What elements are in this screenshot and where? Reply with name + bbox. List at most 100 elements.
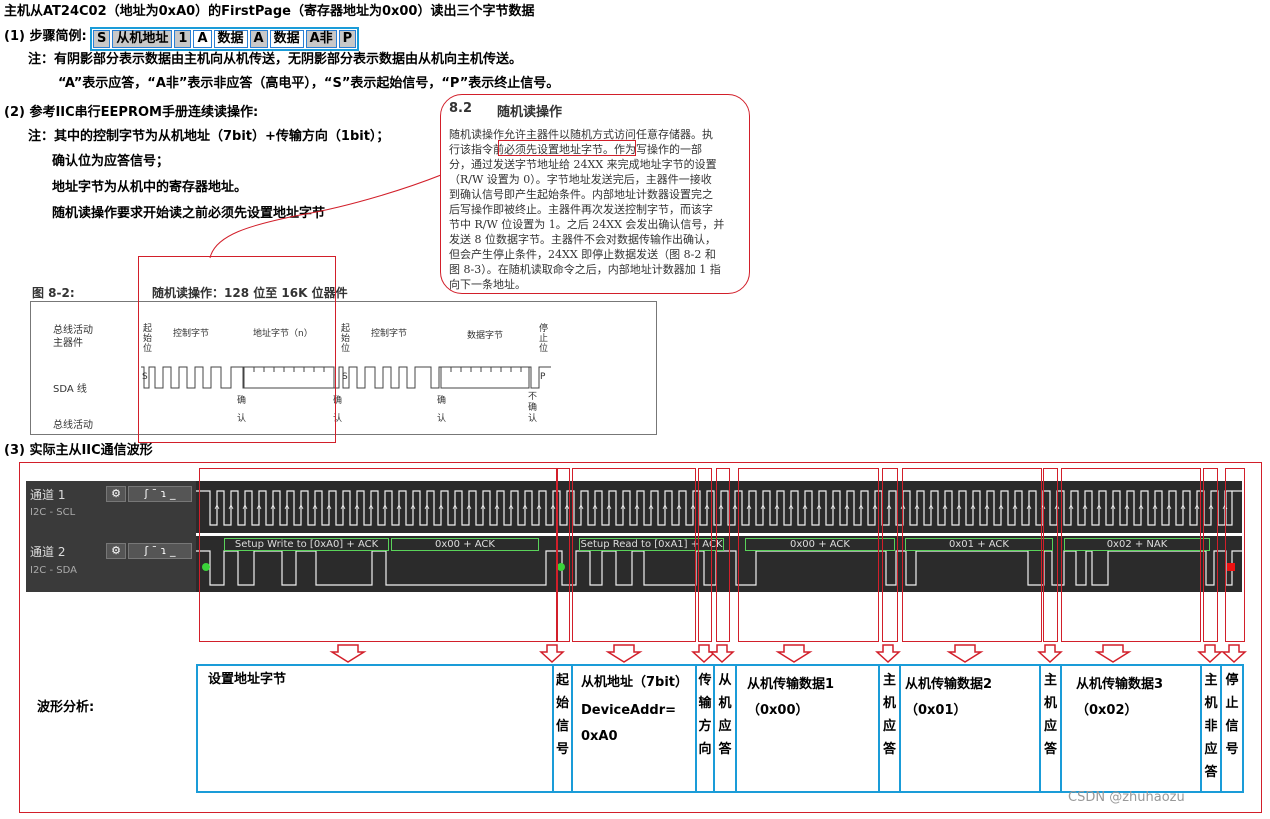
vchar: 号 [555, 742, 569, 757]
wave-box-set-addr [199, 468, 557, 642]
step-rw: 1 [174, 30, 192, 48]
vchar: 答 [718, 742, 732, 757]
vchar: 号 [1225, 742, 1239, 757]
vchar: 应 [718, 719, 732, 734]
wave-box-data2 [902, 468, 1042, 642]
fig-start2: 起始位 [341, 324, 350, 354]
fig-row-sda: SDA 线 [53, 384, 87, 395]
fig-char: 起 [341, 324, 351, 334]
fig-row-bus: 总线活动 [53, 420, 93, 431]
section2-note1: 注：其中的控制字节为从机地址（7bit）+传输方向（1bit）； [28, 129, 390, 144]
step-slave-addr: 从机地址 [112, 30, 173, 48]
step-nack: A非 [305, 30, 337, 48]
analysis-slave-addr: 从机地址（7bit） DeviceAddr= 0xA0 [571, 664, 697, 793]
wave-box-sack [716, 468, 730, 642]
ch2-sub: I2C - SDA [30, 565, 77, 576]
wave-box-mnack [1203, 468, 1218, 642]
ch2-name: 通道 2 [30, 545, 66, 559]
fig-char: 位 [341, 344, 351, 354]
fig-char: 始 [143, 334, 153, 344]
analysis-data3-val: （0x02） [1076, 703, 1138, 718]
decode-label: 0x01 + ACK [905, 538, 1053, 551]
wave-box-dir [698, 468, 712, 642]
analysis-sack-text: 从机应答 [715, 669, 735, 761]
fig-char: 认 [333, 414, 343, 424]
vchar: 应 [1204, 742, 1218, 757]
datasheet-line: 向下一条地址。 [449, 278, 526, 291]
analysis-dir-text: 传输方向 [697, 669, 713, 761]
fig-noack: 不确认 [528, 392, 537, 425]
vchar: 停 [1225, 673, 1239, 688]
analysis-data3: 从机传输数据3 （0x02） [1060, 664, 1202, 793]
figure-label: 图 8-2: [32, 286, 75, 300]
datasheet-line: （R/W 设置为 0）。字节地址发送完后，主器件一接收 [449, 173, 712, 186]
figure-title: 随机读操作：128 位至 16K 位器件 [152, 286, 348, 300]
analysis-mack2: 主机应答 [1039, 664, 1062, 793]
analysis-device-addr: DeviceAddr= [581, 703, 677, 718]
step-s: S [93, 30, 111, 48]
analysis-label: 波形分析: [37, 700, 95, 715]
section2-note2: 确认位为应答信号； [52, 154, 170, 169]
analysis-dir: 传输方向 [695, 664, 715, 793]
datasheet-line: 发送 8 位数据字节。主器件不会对数据传输作出确认， [449, 233, 716, 246]
datasheet-line: 后写操作即被终止。主器件再次发送控制字节，而该字 [449, 203, 713, 216]
ch2-trigger-icon[interactable]: ʃ ¯ ɿ _ [128, 543, 192, 559]
watermark: CSDN @zhuhaozu [1068, 790, 1185, 805]
step-data: 数据 [213, 30, 248, 48]
vchar: 机 [1204, 696, 1218, 711]
wave-box-mack1 [882, 468, 898, 642]
analysis-mnack-text: 主机非应答 [1202, 669, 1220, 784]
fig-char: 确 [437, 396, 447, 406]
datasheet-paragraph: 随机读操作允许主器件以随机方式访问任意存储器。执 行该指令前必须先设置地址字节。… [449, 127, 745, 292]
vchar: 机 [1043, 696, 1057, 711]
fig-ack3: 确认 [437, 392, 446, 428]
step-sequence: S 从机地址 1 A 数据 A 数据 A非 P [90, 27, 360, 51]
analysis-stop: 停止信号 [1220, 664, 1244, 793]
datasheet-heading: 随机读操作 [497, 105, 563, 120]
wave-box-stop [1225, 468, 1245, 642]
wave-box-data3 [1061, 468, 1201, 642]
highlight-box [498, 140, 636, 156]
fig-row-label: 主器件 [53, 338, 83, 349]
fig-addr: 地址字节（n） [253, 329, 313, 339]
ch1-gear-icon[interactable]: ⚙ [106, 486, 126, 502]
vchar: 答 [1204, 765, 1218, 780]
vchar: 非 [1204, 719, 1218, 734]
analysis-mack2-text: 主机应答 [1041, 669, 1060, 761]
section1-label: (1) 步骤简例: [4, 29, 87, 44]
step-ack: A [193, 30, 212, 48]
decode-label: Setup Read to [0xA1] + ACK [579, 538, 724, 551]
analysis-data1-val: （0x00） [747, 703, 809, 718]
vchar: 向 [698, 742, 712, 757]
fig-char: 认 [237, 414, 247, 424]
fig-data: 数据字节 [467, 331, 504, 341]
fig-char: 位 [539, 344, 549, 354]
decode-label: 0x02 + NAK [1064, 538, 1210, 551]
fig-char: 确 [528, 403, 538, 413]
datasheet-line: 到确认信号即产生起始条件。内部地址计数器设置完之 [449, 188, 713, 201]
channel1-row [26, 481, 1242, 533]
vchar: 应 [882, 719, 896, 734]
fig-char: 不 [528, 392, 538, 402]
page-title: 主机从AT24C02（地址为0xA0）的FirstPage（寄存器地址为0x00… [4, 4, 535, 19]
datasheet-line: 图 8-3）。在随机读取命令之后，内部地址计数器加 1 指 [449, 263, 721, 276]
analysis-mnack: 主机非应答 [1200, 664, 1222, 793]
datasheet-line: 节中 R/W 位设置为 1。之后 24XX 会发出确认信号，并 [449, 218, 725, 231]
fig-ctrl1: 控制字节 [173, 329, 210, 339]
ch1-trigger-icon[interactable]: ʃ ¯ ɿ _ [128, 486, 192, 502]
ch2-gear-icon[interactable]: ⚙ [106, 543, 126, 559]
decode-label: 0x00 + ACK [391, 538, 539, 551]
analysis-sack: 从机应答 [713, 664, 737, 793]
analysis-frame [19, 462, 1262, 813]
fig-char: 确 [333, 396, 343, 406]
section2-note4: 随机读操作要求开始读之前必须先设置地址字节 [52, 206, 326, 221]
section2-note3: 地址字节为从机中的寄存器地址。 [52, 180, 248, 195]
vchar: 方 [698, 719, 712, 734]
datasheet-line: 分，通过发送字节地址给 24XX 来完成地址字节的设置 [449, 158, 717, 171]
channel2-row [26, 536, 1242, 592]
fig-s2: S [342, 372, 348, 382]
channel-labels: 通道 1 I2C - SCL ⚙ ʃ ¯ ɿ _ 通道 2 I2C - SDA … [26, 481, 196, 592]
vchar: 主 [1204, 673, 1218, 688]
vchar: 信 [1225, 719, 1239, 734]
